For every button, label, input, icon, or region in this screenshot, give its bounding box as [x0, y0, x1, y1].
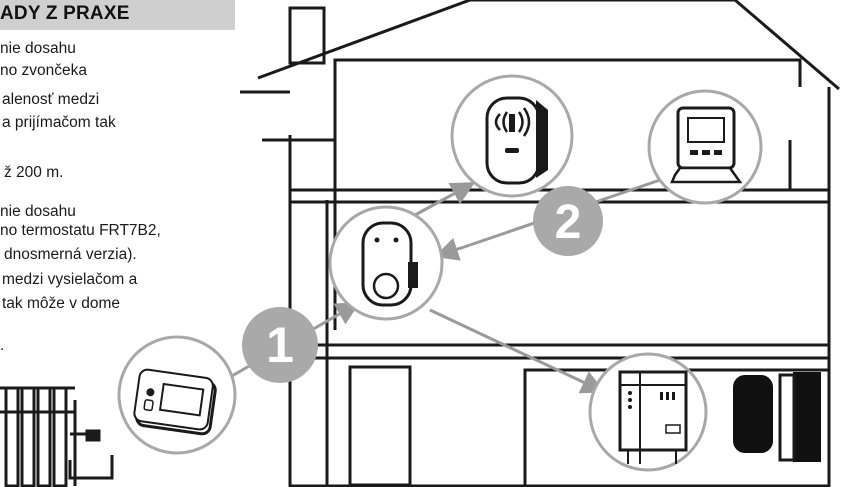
paragraph-1-line: nie dosahu — [0, 40, 76, 57]
header-bar — [0, 0, 235, 30]
paragraph-1-line: no zvončeka — [0, 62, 88, 79]
water-tank-icon — [733, 372, 821, 462]
paragraph-2-line: medzi vysielačom a — [2, 271, 138, 288]
paragraph-2-line: no termostatu FRT7B2, — [0, 222, 161, 239]
step-2-number: 2 — [555, 196, 582, 249]
paragraph-1-line: ž 200 m. — [4, 164, 64, 181]
paragraph-2-line: nie dosahu — [0, 203, 76, 220]
radiator-icon — [0, 386, 114, 487]
wireless-doorbell-icon — [450, 74, 574, 198]
door-icon — [348, 365, 412, 487]
wireless-receiver-icon — [328, 205, 444, 321]
thermostat-transmitter-icon — [117, 335, 237, 455]
step-1-number: 1 — [266, 317, 294, 373]
paragraph-1-line: alenosť medzi — [2, 91, 100, 108]
thermostat-display-icon — [647, 89, 763, 205]
header-title: ADY Z PRAXE — [0, 3, 130, 24]
paragraph-1-line: a prijímačom tak — [2, 114, 116, 131]
paragraph-2-line: tak môže v dome — [2, 295, 121, 312]
step-1-badge: 1 — [242, 307, 318, 383]
paragraph-2-line: . — [0, 337, 5, 354]
paragraph-2-line: dnosmerná verzia). — [4, 246, 137, 263]
step-2-badge: 2 — [533, 186, 603, 256]
boiler-unit-icon — [588, 352, 708, 472]
